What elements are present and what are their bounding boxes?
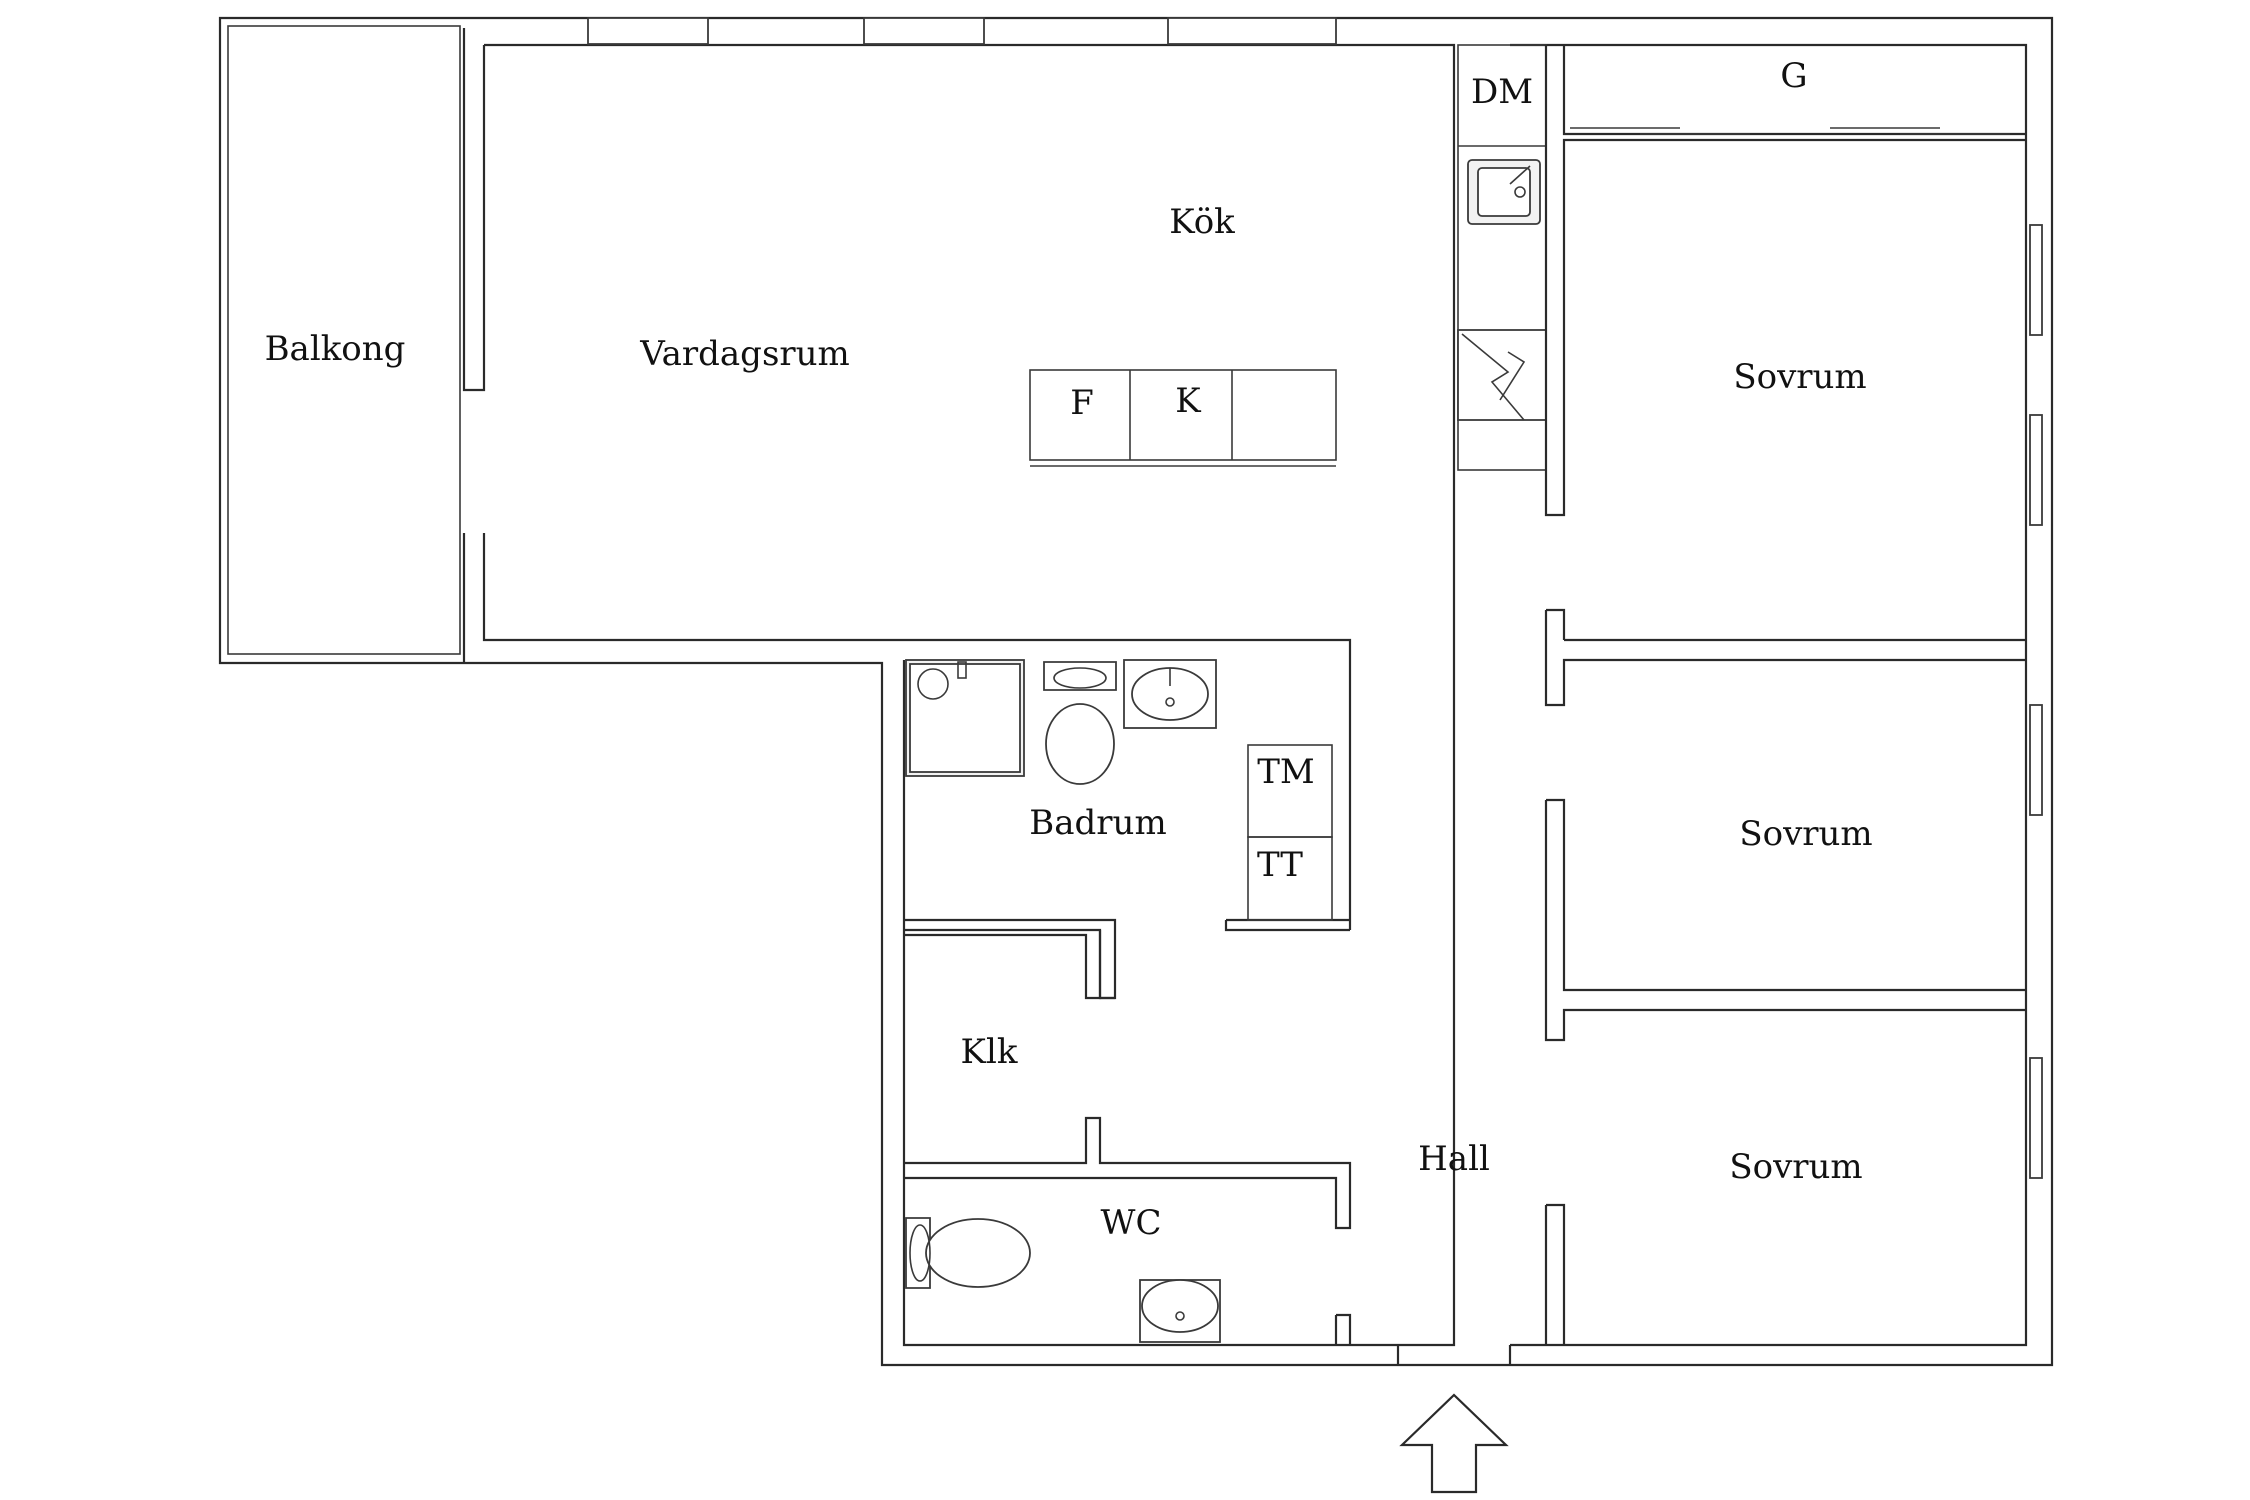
label-tm: TM [1257,752,1315,792]
kitchen-island [1029,369,1337,467]
bedroom-2 [1544,704,2043,1042]
entrance-arrow-icon [1399,1393,1509,1494]
label-hall: Hall [1418,1139,1490,1179]
label-f: F [1070,383,1094,423]
bedroom-1 [1544,45,2043,707]
label-vardagsrum: Vardagsrum [639,334,850,374]
kitchen-counter [1457,44,1547,471]
label-wc: WC [1101,1203,1162,1243]
label-g: G [1780,56,1807,96]
label-badrum: Badrum [1029,803,1166,843]
wc-room [905,1217,1352,1345]
exterior-walls [218,16,2054,1367]
bedroom-3 [1544,1057,2043,1345]
top-windows [587,17,1337,45]
entrance [1396,1345,1512,1494]
closet [904,930,1352,1230]
label-tt: TT [1257,845,1303,885]
label-sovrum-3: Sovrum [1729,1147,1862,1187]
bathroom [904,659,1350,1000]
label-balkong: Balkong [265,329,406,369]
room-labels: Balkong Vardagsrum Kök DM F K G Sovrum S… [265,56,1873,1243]
label-dm: DM [1471,72,1533,112]
label-sovrum-1: Sovrum [1733,357,1866,397]
label-k: K [1175,381,1201,421]
label-klk: Klk [961,1032,1018,1072]
label-sovrum-2: Sovrum [1739,814,1872,854]
label-kok: Kök [1169,202,1235,242]
balcony [227,25,461,655]
